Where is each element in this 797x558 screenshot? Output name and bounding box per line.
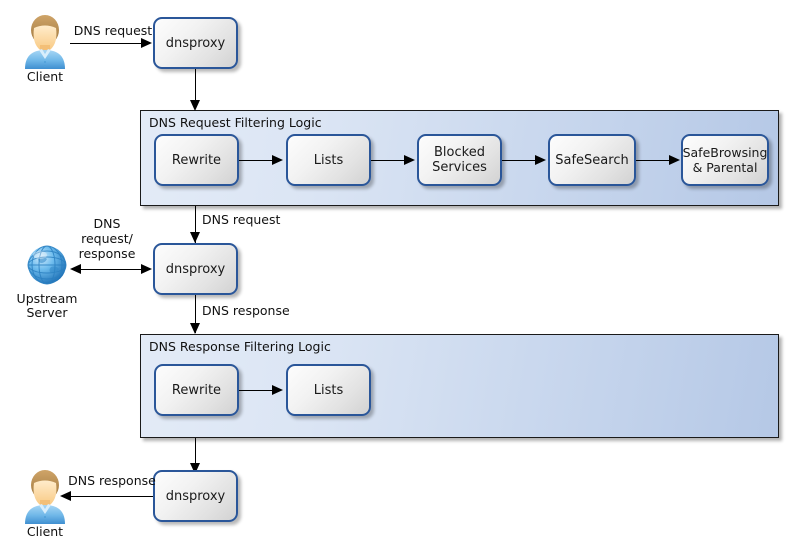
panel-response-filtering: DNS Response Filtering Logic [140, 334, 779, 438]
dnsproxy-middle-label: dnsproxy [165, 261, 226, 277]
edge-request-filtering-to-proxy-arrowhead [189, 232, 200, 243]
stage-lists-request[interactable]: Lists [286, 134, 371, 186]
stage-lists-response-label: Lists [313, 382, 344, 398]
dnsproxy-top-box[interactable]: dnsproxy [153, 17, 238, 69]
edge-proxy-to-upstream-arrowhead-right [141, 263, 152, 274]
dnsproxy-bottom-box[interactable]: dnsproxy [153, 470, 238, 522]
dnsproxy-top-label: dnsproxy [165, 35, 226, 51]
edge-request-filtering-to-proxy-line [195, 206, 196, 243]
edge-proxy-to-response-filtering-line [195, 295, 196, 333]
edge-rewrite-to-lists-request-arrowhead [272, 154, 283, 165]
edge-label-dns-request-middle: DNS request [202, 212, 281, 227]
edge-response-filtering-to-proxy-line [195, 438, 196, 472]
stage-blocked-services-label: Blocked Services [432, 145, 487, 175]
edge-label-dns-request-top: DNS request [73, 23, 153, 38]
dnsproxy-middle-box[interactable]: dnsproxy [153, 243, 238, 295]
edge-proxy-to-request-filtering-line [195, 69, 196, 103]
edge-proxy-to-upstream-line [78, 269, 144, 270]
edge-label-dns-response-bottom: DNS response [68, 473, 156, 488]
stage-blocked-services[interactable]: Blocked Services [417, 134, 502, 186]
edge-proxy-to-response-filtering-arrowhead [189, 323, 200, 334]
panel-title-response-filtering: DNS Response Filtering Logic [149, 339, 331, 354]
edge-blocked-services-to-safesearch-arrowhead [535, 154, 546, 165]
stage-safebrowsing-parental[interactable]: SafeBrowsing & Parental [681, 134, 769, 186]
edge-lists-to-blocked-services-line [371, 160, 405, 161]
edge-rewrite-to-lists-response-arrowhead [272, 384, 283, 395]
stage-safesearch[interactable]: SafeSearch [548, 134, 636, 186]
edge-safesearch-to-safebrowsing-arrowhead [669, 154, 680, 165]
stage-safesearch-label: SafeSearch [555, 152, 629, 168]
edge-rewrite-to-lists-response-line [239, 390, 273, 391]
stage-safebrowsing-parental-label: SafeBrowsing & Parental [682, 145, 768, 175]
actor-label-client-bottom: Client [26, 524, 64, 539]
edge-client-to-proxy-line [70, 43, 142, 44]
edge-proxy-to-client-line [70, 496, 154, 497]
edge-label-dns-request-response: DNS request/ response [78, 216, 136, 261]
stage-lists-response[interactable]: Lists [286, 364, 371, 416]
edge-safesearch-to-safebrowsing-line [636, 160, 670, 161]
edge-rewrite-to-lists-request-line [239, 160, 273, 161]
person-icon [22, 12, 68, 70]
stage-rewrite-response-label: Rewrite [171, 382, 222, 398]
edge-proxy-to-request-filtering-arrowhead [189, 100, 200, 111]
edge-response-filtering-to-proxy-arrowhead [189, 463, 200, 474]
person-icon [22, 467, 68, 525]
edge-proxy-to-upstream-arrowhead-left [70, 263, 81, 274]
stage-rewrite-response[interactable]: Rewrite [154, 364, 239, 416]
actor-label-upstream-server: Upstream Server [16, 291, 78, 320]
edge-blocked-services-to-safesearch-line [502, 160, 536, 161]
edge-label-dns-response-middle: DNS response [202, 303, 290, 318]
actor-label-client-top: Client [26, 69, 64, 84]
dnsproxy-bottom-label: dnsproxy [165, 488, 226, 504]
stage-rewrite-request-label: Rewrite [171, 152, 222, 168]
stage-lists-request-label: Lists [313, 152, 344, 168]
stage-rewrite-request[interactable]: Rewrite [154, 134, 239, 186]
edge-lists-to-blocked-services-arrowhead [404, 154, 415, 165]
edge-client-to-proxy-arrowhead [141, 37, 152, 48]
edge-proxy-to-client-arrowhead [60, 490, 71, 501]
panel-title-request-filtering: DNS Request Filtering Logic [149, 115, 322, 130]
globe-icon [24, 242, 70, 288]
